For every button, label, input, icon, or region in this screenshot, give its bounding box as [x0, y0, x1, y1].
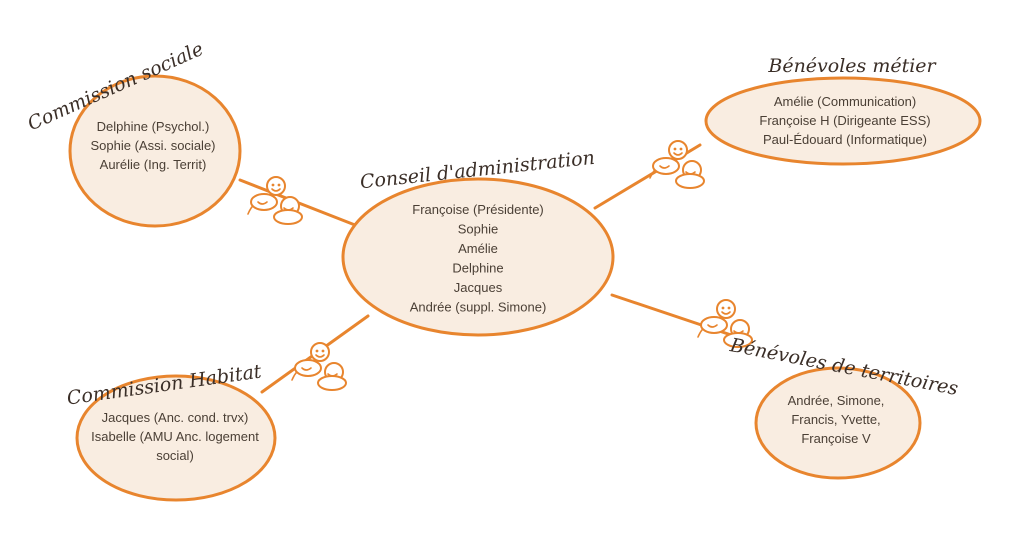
commission-sociale-member: Sophie (Assi. sociale) — [91, 138, 216, 153]
center-member: Delphine — [452, 261, 503, 276]
center-member: Jacques — [454, 280, 503, 295]
center-member: Françoise (Présidente) — [412, 202, 544, 217]
center-member: Amélie — [458, 241, 498, 256]
center-member: Sophie — [458, 222, 498, 237]
people-icon — [291, 342, 347, 391]
benevoles-territoires-member: Françoise V — [801, 431, 871, 446]
benevoles-metier-title: Bénévoles métier — [767, 55, 937, 77]
commission-habitat-node: Commission Habitat Jacques (Anc. cond. t… — [66, 360, 277, 502]
commission-sociale-member: Delphine (Psychol.) — [97, 119, 210, 134]
benevoles-metier-node: Bénévoles métier Amélie (Communication) F… — [704, 55, 982, 166]
center-node: Conseil d'administration Françoise (Prés… — [341, 147, 615, 337]
benevoles-territoires-member: Francis, Yvette, — [791, 412, 880, 427]
commission-sociale-member: Aurélie (Ing. Territ) — [100, 157, 207, 172]
center-member: Andrée (suppl. Simone) — [410, 300, 547, 315]
commission-habitat-member: Isabelle (AMU Anc. logement — [91, 429, 259, 444]
benevoles-territoires-node: Bénévoles de territoires Andrée, Simone,… — [727, 334, 960, 480]
benevoles-metier-member: Françoise H (Dirigeante ESS) — [759, 113, 930, 128]
people-icon — [247, 176, 303, 225]
commission-habitat-member: Jacques (Anc. cond. trvx) — [102, 410, 249, 425]
commission-sociale-node: Commission sociale Delphine (Psychol.)So… — [24, 38, 242, 228]
commission-habitat-member: social) — [156, 448, 194, 463]
benevoles-territoires-member: Andrée, Simone, — [788, 393, 885, 408]
benevoles-metier-member: Amélie (Communication) — [774, 94, 916, 109]
benevoles-metier-member: Paul-Édouard (Informatique) — [763, 132, 927, 147]
